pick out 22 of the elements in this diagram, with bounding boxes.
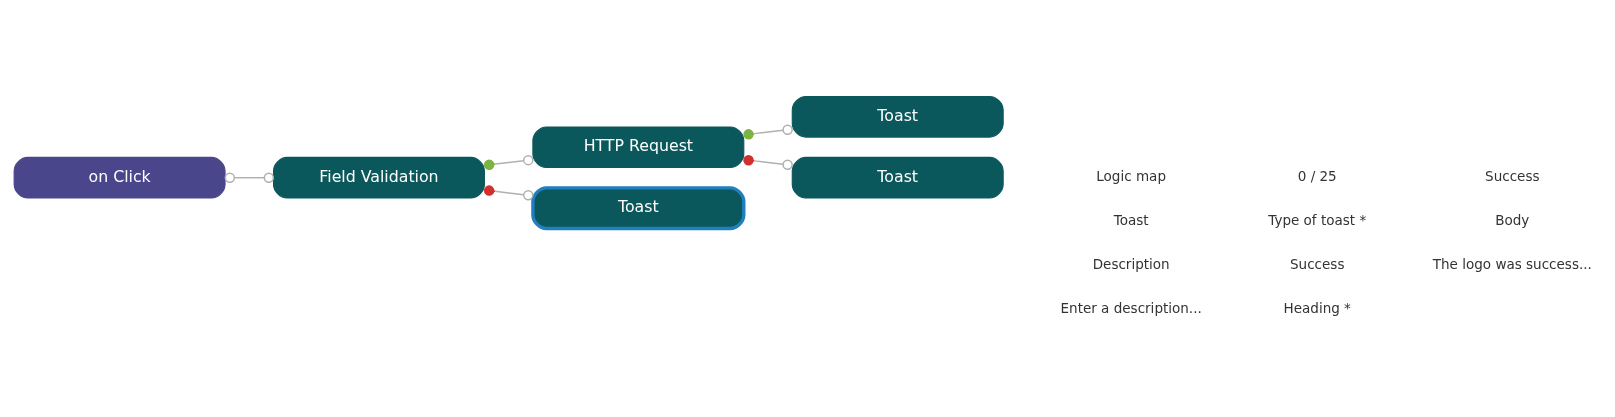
- label: Body: [1495, 211, 1530, 228]
- label: Success: [1485, 167, 1540, 184]
- connector: [224, 171, 275, 183]
- connector: [483, 154, 534, 170]
- label: The logo was success...: [1432, 255, 1592, 272]
- label: Enter a description...: [1060, 299, 1202, 316]
- label: Type of toast *: [1268, 211, 1367, 228]
- label: Toast: [1113, 211, 1149, 228]
- node-box: Toast: [791, 156, 1004, 199]
- label: Heading *: [1283, 299, 1351, 316]
- label: Description: [1092, 255, 1170, 272]
- label: 0 / 25: [1297, 167, 1337, 184]
- label: Success: [1290, 255, 1345, 272]
- node-box: Field Validation: [272, 156, 485, 199]
- label: Logic map: [1096, 167, 1166, 184]
- connector: [743, 154, 793, 170]
- connector: [483, 184, 534, 200]
- node-box: Toast: [791, 95, 1004, 138]
- node-box: HTTP Request: [532, 125, 745, 168]
- connector: [743, 123, 793, 140]
- node-box: Toast: [531, 185, 746, 230]
- node-box: on Click: [13, 156, 226, 199]
